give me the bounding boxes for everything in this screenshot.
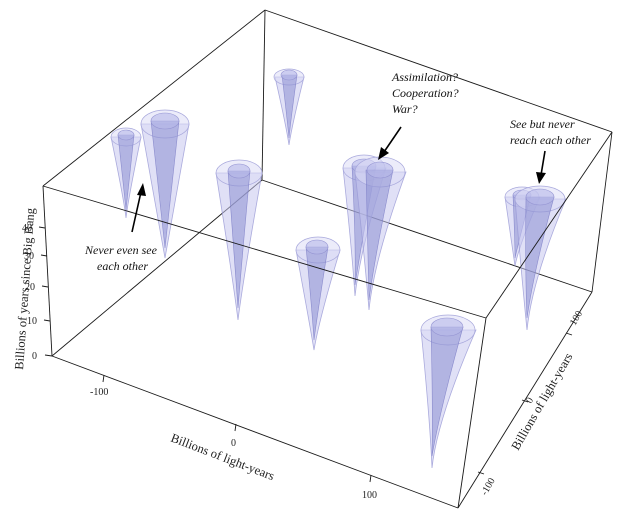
- cone: [140, 109, 190, 259]
- annotation-text: each other: [97, 259, 148, 273]
- xtick-label: 0: [231, 438, 236, 449]
- annotation-text: Assimilation?: [391, 70, 458, 84]
- vtick-label: 10: [27, 316, 37, 327]
- annotation-arrow: [383, 126, 402, 153]
- ytick-label: 0: [524, 396, 536, 406]
- arrowhead: [536, 172, 546, 184]
- annotation-text: reach each other: [510, 133, 591, 147]
- annotation-text: War?: [392, 102, 418, 116]
- annotation-assimilation: Assimilation? Cooperation? War?: [378, 70, 459, 160]
- cone: [295, 236, 341, 351]
- annotation-see-never-reach: See but never reach each other: [510, 117, 591, 184]
- cone: [514, 185, 567, 331]
- vtick-label: 40: [22, 223, 32, 234]
- y-axis-label: Billions of light-years: [508, 350, 575, 452]
- vtick-label: 20: [25, 282, 35, 293]
- x-axis-ticks: -100 0 100: [90, 374, 377, 501]
- x-axis-label: Billions of light-years: [169, 431, 277, 483]
- arrowhead: [378, 147, 389, 160]
- box-front-edges: [42, 131, 613, 509]
- annotation-text: Cooperation?: [392, 86, 459, 100]
- annotation-never-see: Never even see each other: [84, 183, 158, 273]
- vertical-axis-ticks: 0 10 20 30 40: [22, 223, 53, 362]
- cone: [110, 127, 142, 219]
- vtick-label: 30: [24, 251, 34, 262]
- annotation-arrow: [131, 191, 142, 233]
- y-axis-ticks: -100 0 100: [477, 309, 585, 498]
- vtick-label: 0: [32, 351, 37, 362]
- cone: [215, 159, 263, 321]
- cones: [110, 68, 567, 469]
- cone: [420, 314, 477, 469]
- cone: [273, 68, 305, 146]
- xtick-label: 100: [362, 490, 377, 501]
- annotation-text: Never even see: [84, 243, 158, 257]
- xtick-label: -100: [90, 387, 108, 398]
- annotation-text: See but never: [510, 117, 575, 131]
- ytick-label: -100: [479, 476, 498, 497]
- cone: [354, 156, 407, 311]
- ytick-label: 100: [568, 309, 585, 327]
- arrowhead: [137, 183, 146, 196]
- annotation-arrow: [540, 150, 546, 176]
